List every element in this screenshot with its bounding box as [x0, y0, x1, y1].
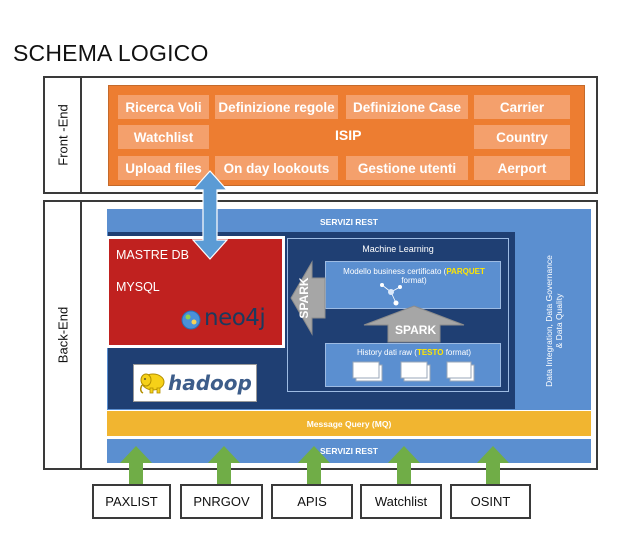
servizi-rest-top-label: SERVIZI REST	[320, 217, 378, 227]
data-integration-label: Data Integration, Data Governance & Data…	[544, 255, 564, 387]
parquet-model-label: Modello business certificato (PARQUET fo…	[330, 267, 498, 285]
history-raw-suffix: format)	[443, 348, 472, 357]
parquet-model-prefix: Modello business certificato (	[343, 267, 447, 276]
data-integration-panel: Data Integration, Data Governance & Data…	[518, 232, 590, 409]
data-integration-label-line2: & Data Quality	[554, 293, 564, 348]
apis-source-box: APIS	[271, 484, 353, 519]
hadoop-logo-text: hadoop	[168, 371, 252, 395]
machine-learning-label: Machine Learning	[362, 244, 434, 254]
history-raw-prefix: History dati raw (	[356, 348, 417, 357]
watchlist-input-arrow	[387, 445, 421, 485]
spark-up-label: SPARK	[395, 323, 437, 337]
spark-left-arrow	[290, 260, 326, 336]
servizi-rest-bottom-label: SERVIZI REST	[320, 446, 378, 456]
carrier-button[interactable]: Carrier	[474, 95, 570, 119]
parquet-highlight: PARQUET	[446, 267, 485, 276]
spark-up-arrow	[362, 305, 466, 343]
paxlist-input-arrow	[119, 445, 153, 485]
isip-label: ISIP	[335, 127, 362, 143]
parquet-model-box: Modello business certificato (PARQUET fo…	[325, 261, 501, 309]
history-raw-box: History dati raw (TESTO format)	[325, 343, 501, 387]
paxlist-source-box: PAXLIST	[92, 484, 171, 519]
message-query-label: Message Query (MQ)	[306, 419, 392, 429]
testo-highlight: TESTO	[416, 348, 444, 357]
frontend-section-label: Front -End	[55, 104, 70, 166]
message-query-bar: Message Query (MQ)	[107, 411, 591, 436]
definizione-regole-button[interactable]: Definizione regole	[215, 95, 338, 119]
page-title: SCHEMA LOGICO	[13, 40, 209, 66]
frontend-backend-double-arrow	[191, 170, 229, 260]
machine-learning-panel: Machine Learning	[287, 238, 509, 392]
history-raw-label: History dati raw (TESTO format)	[330, 348, 498, 357]
watchlist-source-box: Watchlist	[360, 484, 442, 519]
servizi-rest-bottom-bar: SERVIZI REST	[107, 439, 591, 463]
aerport-button[interactable]: Aerport	[474, 156, 570, 180]
parquet-model-suffix: format)	[401, 276, 427, 285]
pnrgov-input-arrow	[207, 445, 241, 485]
document-stack-icon	[352, 359, 476, 385]
ricerca-voli-button[interactable]: Ricerca Voli	[118, 95, 209, 119]
neo4j-logo-text: neo4j	[204, 305, 266, 331]
definizione-case-button[interactable]: Definizione Case	[346, 95, 468, 119]
on-day-lookouts-button[interactable]: On day lookouts	[215, 156, 338, 180]
spark-left-label: SPARK	[297, 277, 311, 319]
backend-section-label-box: Back-End	[43, 200, 82, 470]
upload-files-button[interactable]: Upload files	[118, 156, 209, 180]
gestione-utenti-button[interactable]: Gestione utenti	[346, 156, 468, 180]
backend-section-label: Back-End	[55, 306, 70, 364]
mysql-label: MYSQL	[116, 280, 160, 294]
network-graph-icon	[376, 279, 406, 307]
hadoop-logo: hadoop	[133, 364, 257, 402]
neo4j-logo-icon	[181, 310, 201, 330]
country-button[interactable]: Country	[474, 125, 570, 149]
mastre-db-panel: MASTRE DB MYSQL neo4j	[106, 236, 285, 348]
data-integration-label-line1: Data Integration, Data Governance	[544, 254, 554, 387]
watchlist-button[interactable]: Watchlist	[118, 125, 209, 149]
hadoop-elephant-icon	[138, 371, 166, 395]
osint-input-arrow	[476, 445, 510, 485]
frontend-section-label-box: Front -End	[43, 76, 82, 194]
apis-input-arrow	[297, 445, 331, 485]
osint-source-box: OSINT	[450, 484, 531, 519]
pnrgov-source-box: PNRGOV	[180, 484, 263, 519]
mastre-db-label: MASTRE DB	[116, 248, 189, 262]
